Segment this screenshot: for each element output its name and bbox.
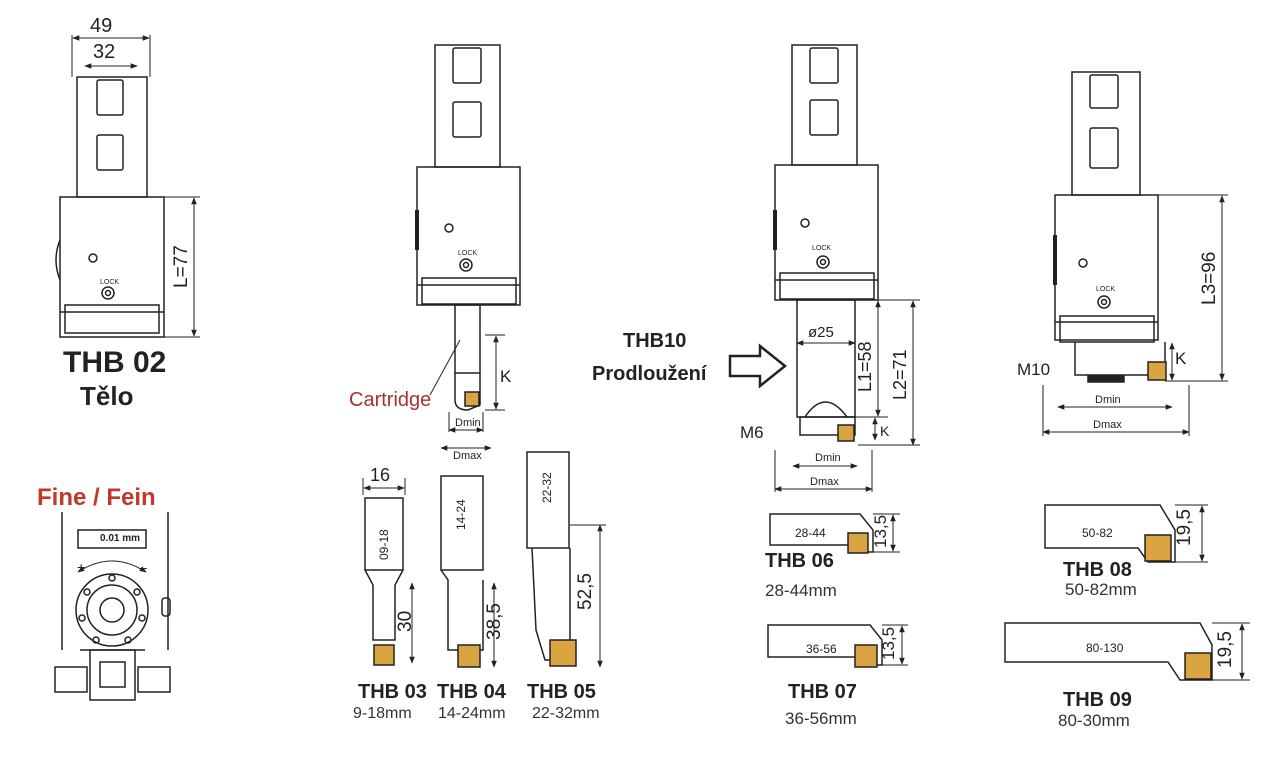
thb09-range: 80-30mm xyxy=(1058,711,1130,730)
thb04-dim-height: 38,5 xyxy=(484,603,505,640)
thb06-name: THB 06 xyxy=(765,550,834,572)
thb10-drawing xyxy=(728,44,920,492)
thb02-name: THB 02 xyxy=(63,346,167,379)
assembly-dmin: Dmin xyxy=(455,417,481,429)
thb10-l1: L1=58 xyxy=(855,341,875,392)
cartridge-drawings xyxy=(362,451,606,668)
thb10-dmin: Dmin xyxy=(815,452,841,464)
assembly-k: K xyxy=(500,367,512,386)
thb04-range: 14-24mm xyxy=(438,705,506,722)
thb-large-l3: L3=96 xyxy=(1199,251,1220,305)
fine-drawing xyxy=(54,512,171,701)
thb10-l2: L2=71 xyxy=(890,349,910,400)
thb10-k: K xyxy=(880,423,890,439)
thb05-dim-height: 52,5 xyxy=(575,573,596,610)
thb04-name: THB 04 xyxy=(437,681,506,703)
thb08-range: 50-82mm xyxy=(1065,580,1137,599)
thb02-subtitle: Tělo xyxy=(80,381,134,411)
thb03-dim-width: 16 xyxy=(370,465,391,485)
thb02-dim-top: 49 xyxy=(90,15,113,37)
fine-plus: + xyxy=(77,559,86,575)
thb07-dim: 13,5 xyxy=(879,626,898,660)
thb02-lock-label: LOCK xyxy=(100,279,120,286)
thb10-name: THB10 xyxy=(623,330,687,352)
thb03-body-label: 09-18 xyxy=(377,529,391,560)
fine-scale: 0.01 mm xyxy=(100,533,141,544)
thb06-body-label: 28-44 xyxy=(795,526,826,540)
thb08-body-label: 50-82 xyxy=(1082,526,1113,540)
thb10-dia: ø25 xyxy=(808,324,834,341)
thb07-body-label: 36-56 xyxy=(806,642,837,656)
thb06-dim: 13,5 xyxy=(871,514,890,548)
thb-large-k: K xyxy=(1175,349,1187,368)
thb05-name: THB 05 xyxy=(527,681,596,703)
thb08-name: THB 08 xyxy=(1063,559,1132,581)
assembly-drawing xyxy=(415,44,521,451)
thb05-body-label: 22-32 xyxy=(540,472,554,503)
thb03-range: 9-18mm xyxy=(353,705,412,722)
thb08-dim: 19,5 xyxy=(1174,509,1195,546)
cartridge-label: Cartridge xyxy=(349,389,432,411)
fine-minus: – xyxy=(139,559,147,575)
thb-large-drawing xyxy=(1042,71,1228,436)
thb-large-lock-label: LOCK xyxy=(1096,286,1116,293)
assembly-dmax: Dmax xyxy=(453,450,482,462)
thb09-name: THB 09 xyxy=(1063,689,1132,711)
thb02-drawing xyxy=(55,35,200,338)
thb05-range: 22-32mm xyxy=(532,705,600,722)
thb04-body-label: 14-24 xyxy=(454,499,468,530)
bar-drawings xyxy=(767,504,1250,681)
thb-large-dmax: Dmax xyxy=(1093,419,1122,431)
thb06-range: 28-44mm xyxy=(765,581,837,600)
thb07-name: THB 07 xyxy=(788,681,857,703)
fine-title: Fine / Fein xyxy=(37,484,156,511)
thb03-name: THB 03 xyxy=(358,681,427,703)
thb10-thread: M6 xyxy=(740,423,764,442)
thb-large-dmin: Dmin xyxy=(1095,394,1121,406)
assembly-lock-label: LOCK xyxy=(458,250,478,257)
thb02-dim-inner: 32 xyxy=(93,41,116,63)
thb-large-thread: M10 xyxy=(1017,360,1051,379)
thb10-dmax: Dmax xyxy=(810,476,839,488)
thb09-body-label: 80-130 xyxy=(1086,641,1124,655)
thb03-dim-height: 30 xyxy=(395,610,416,632)
thb09-dim: 19,5 xyxy=(1215,631,1236,668)
thb02-dim-length: L=77 xyxy=(171,245,192,288)
thb10-lock-label: LOCK xyxy=(812,245,832,252)
thb07-range: 36-56mm xyxy=(785,709,857,728)
thb10-subtitle: Prodloužení xyxy=(592,363,707,385)
